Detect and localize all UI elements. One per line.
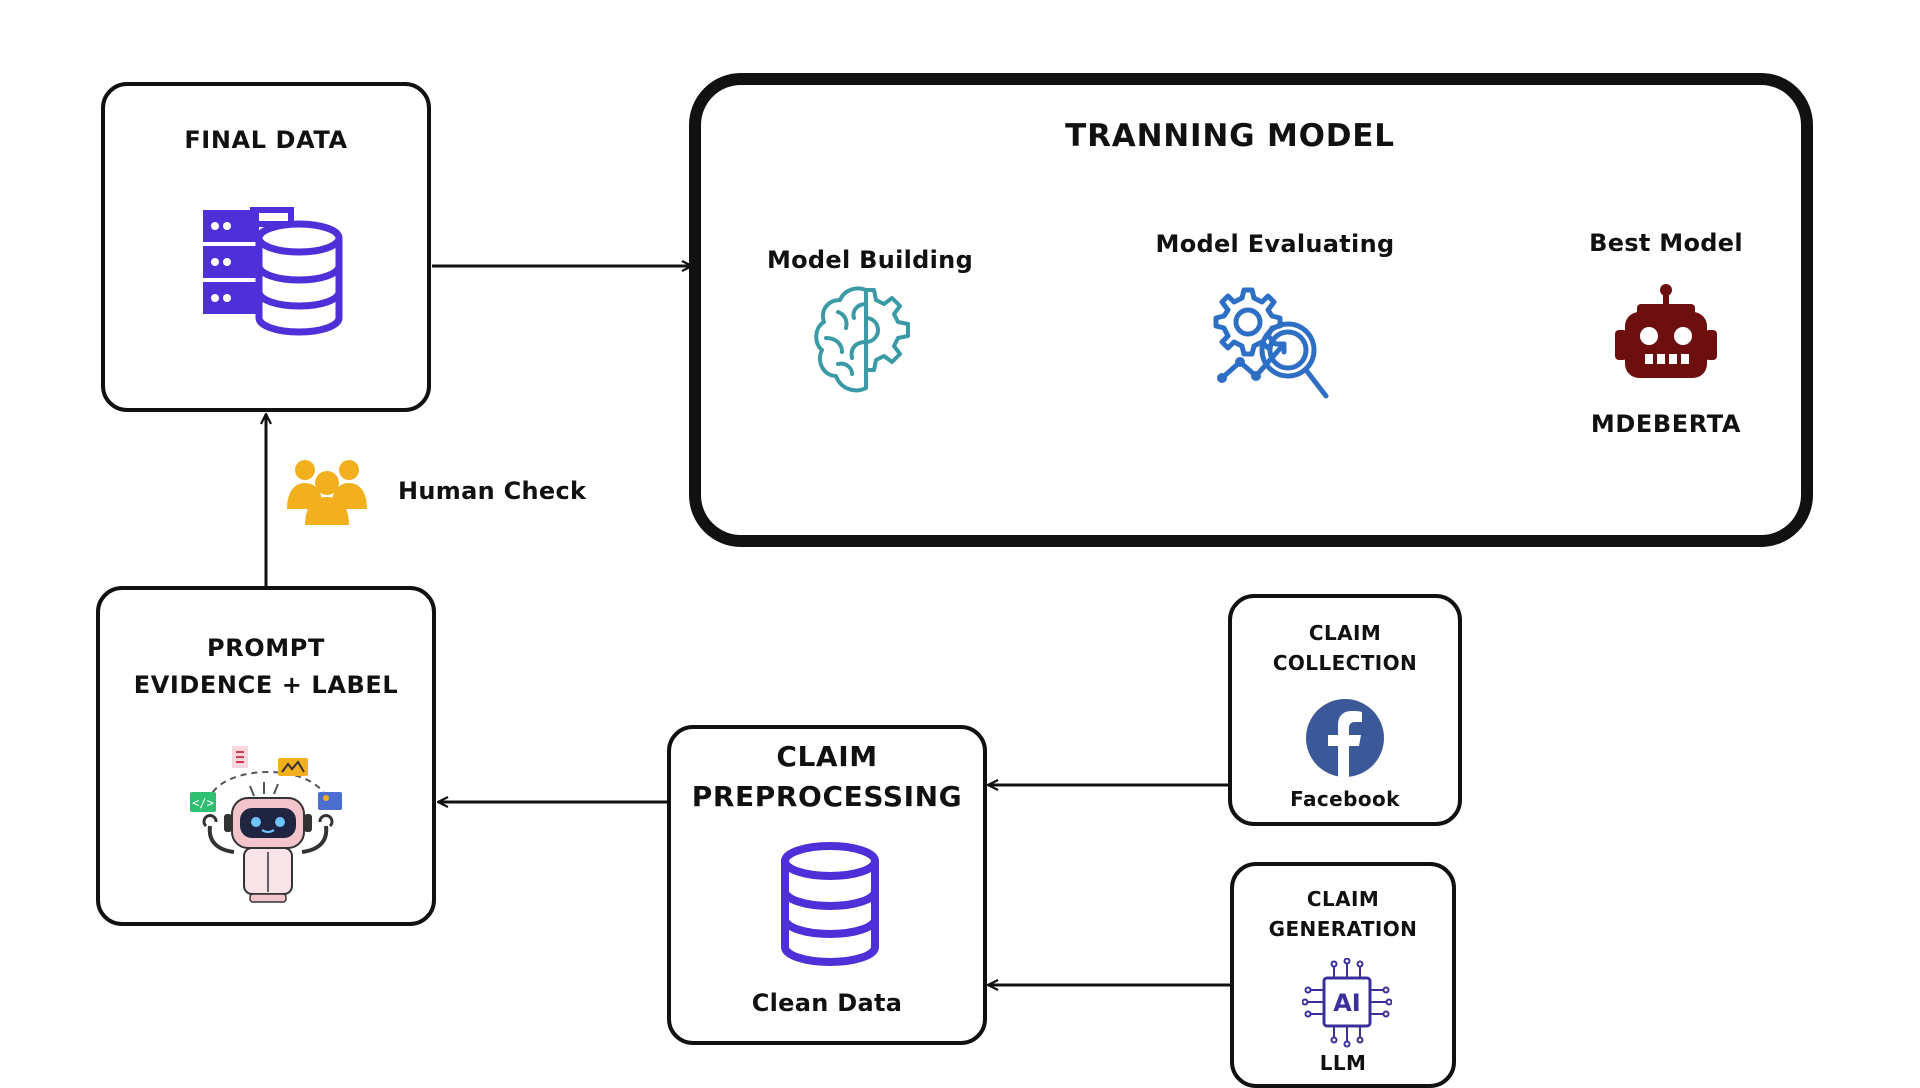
collection-caption: Facebook [1290,787,1400,811]
final-data-box: FINAL DATA [101,82,431,412]
claim-generation-box: CLAIM GENERATION AI LLM [1230,862,1456,1088]
ai-chip-icon: AI [1302,958,1392,1048]
final-data-title: FINAL DATA [184,126,348,154]
preprocessing-caption: Clean Data [751,989,903,1017]
claim-preprocessing-box: CLAIM PREPROCESSING Clean Data [667,725,987,1045]
claim-collection-box: CLAIM COLLECTION Facebook [1228,594,1462,826]
generation-title-line2: GENERATION [1268,917,1418,941]
robot-assistant-icon: </> [190,746,342,903]
collection-title-line1: CLAIM [1308,621,1382,645]
training-model-title: TRANNING MODEL [1065,118,1395,154]
best-model-label: Best Model [1589,229,1743,257]
database-icon [781,842,879,966]
generation-title-line1: CLAIM [1306,887,1380,911]
training-model-box [689,73,1813,547]
best-model-name: MDEBERTA [1590,410,1742,438]
preprocessing-title-line2: PREPROCESSING [691,780,963,813]
model-evaluating-label: Model Evaluating [1155,230,1395,258]
gear-analytics-icon [1213,287,1329,399]
generation-caption: LLM [1319,1051,1367,1075]
svg-text:</>: </> [192,796,214,810]
facebook-icon [1306,699,1384,778]
preprocessing-title-line1: CLAIM [776,740,878,773]
model-building-label: Model Building [766,246,974,274]
prompt-box: PROMPT EVIDENCE + LABEL </> [96,586,436,926]
database-server-icon [203,207,343,336]
collection-title-line2: COLLECTION [1272,651,1418,675]
human-check-label: Human Check [398,477,587,505]
prompt-title-line1: PROMPT [207,634,325,662]
ai-chip-text: AI [1333,989,1361,1017]
robot-head-icon [1615,284,1717,378]
prompt-title-line2: EVIDENCE + LABEL [133,671,399,699]
brain-gear-icon [814,286,910,393]
people-group-icon [287,460,367,525]
